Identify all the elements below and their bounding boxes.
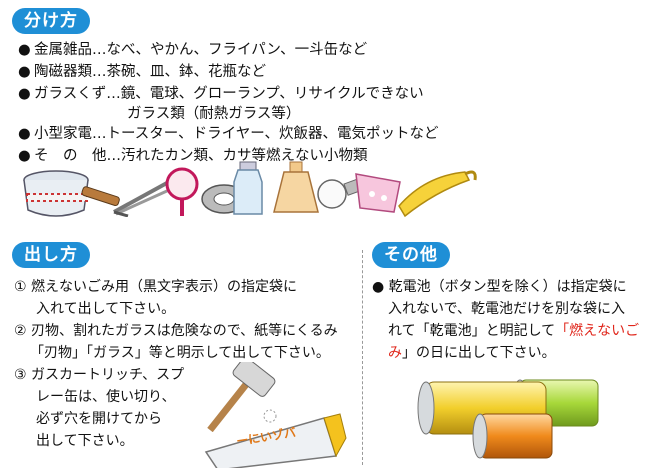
bullet: ●: [18, 148, 31, 164]
item-examples: 茶碗、皿、鉢、花瓶など: [106, 64, 267, 80]
separator: …: [92, 42, 107, 58]
separator: …: [92, 126, 107, 142]
separator: …: [106, 148, 122, 164]
battery-note-line: ● 乾電池（ボタン型を除く）は指定袋に: [372, 276, 627, 298]
bullet: ●: [372, 279, 385, 295]
umbrella-icon: [398, 170, 477, 218]
separator: …: [106, 86, 121, 102]
item-examples: トースター、ドライヤー、炊飯器、電気ポットなど: [106, 126, 439, 142]
separator: …: [92, 64, 107, 80]
instruction-line: ③ ガスカートリッチ、スプ: [14, 367, 185, 383]
category-label: そ の 他: [34, 148, 107, 164]
item-examples: 汚れたカン類、カサ等燃えない小物類: [121, 148, 368, 164]
instruction-line: 出して下さい。: [36, 433, 134, 449]
list-item: ●そ の 他…汚れたカン類、カサ等燃えない小物類: [18, 146, 368, 166]
section-title-dashikata: 出し方: [12, 242, 90, 268]
section-title-sonota: その他: [372, 242, 450, 268]
bullet: ●: [18, 64, 31, 80]
section-title-wakekata: 分け方: [12, 8, 90, 34]
bottle-icon: [233, 161, 263, 215]
instruction-line: ① 燃えないごみ用（黒文字表示）の指定袋に: [14, 279, 297, 295]
battery-note-line: 入れないで、乾電池だけを別な袋に入: [388, 301, 626, 317]
spray-can-icon: [204, 409, 347, 468]
category-label: ガラスくず: [34, 86, 107, 102]
glass-continuation: ガラス類（耐熱ガラス等）: [127, 106, 301, 122]
instruction-line: 入れて出して下さい。: [36, 301, 176, 317]
highlight-text: み: [388, 345, 402, 361]
instruction-line: 「刃物」「ガラス」等と明示して出して下さい。: [30, 345, 330, 361]
bullet: ●: [18, 126, 31, 142]
category-label: 陶磁器類: [34, 64, 92, 80]
cup-icon: [355, 173, 401, 213]
bullet: ●: [18, 42, 31, 58]
instruction-line: ② 刃物、割れたガラスは危険なので、紙等にくるみ: [14, 323, 338, 339]
list-item: ●ガラスくず…鏡、電球、グローランプ、リサイクルできない: [18, 84, 424, 104]
item-examples: 鏡、電球、グローランプ、リサイクルできない: [120, 86, 424, 102]
battery-icon: [417, 379, 599, 459]
highlight-text: 「燃えないご: [555, 323, 640, 339]
list-item: ●陶磁器類…茶碗、皿、鉢、花瓶など: [18, 62, 266, 82]
list-item: ●小型家電…トースター、ドライヤー、炊飯器、電気ポットなど: [18, 124, 439, 144]
bullet: ●: [18, 86, 31, 102]
battery-note-line: み」の日に出して下さい。: [388, 342, 556, 364]
battery-note-line: れて「乾電池」と明記して「燃えないご: [388, 320, 639, 342]
instruction-line: 必ず穴を開けてから: [36, 411, 162, 427]
instruction-line: レー缶は、使い切り、: [36, 389, 176, 405]
battery-note-text: れて「乾電池」と明記して: [388, 323, 556, 339]
item-examples: なべ、やかん、フライパン、一斗缶など: [106, 42, 368, 58]
category-label: 金属雑品: [34, 42, 92, 58]
battery-note-text: 」の日に出して下さい。: [402, 345, 556, 361]
section-divider: [362, 250, 364, 465]
category-label: 小型家電: [34, 126, 92, 142]
lampshade-icon: [273, 161, 319, 213]
mirror-icon: [165, 167, 199, 216]
hammer-icon: [207, 362, 276, 432]
pot-icon: [23, 170, 120, 217]
list-item: ●金属雑品…なべ、やかん、フライパン、一斗缶など: [18, 40, 367, 60]
battery-note-text: 乾電池（ボタン型を除く）は指定袋に: [388, 279, 627, 295]
